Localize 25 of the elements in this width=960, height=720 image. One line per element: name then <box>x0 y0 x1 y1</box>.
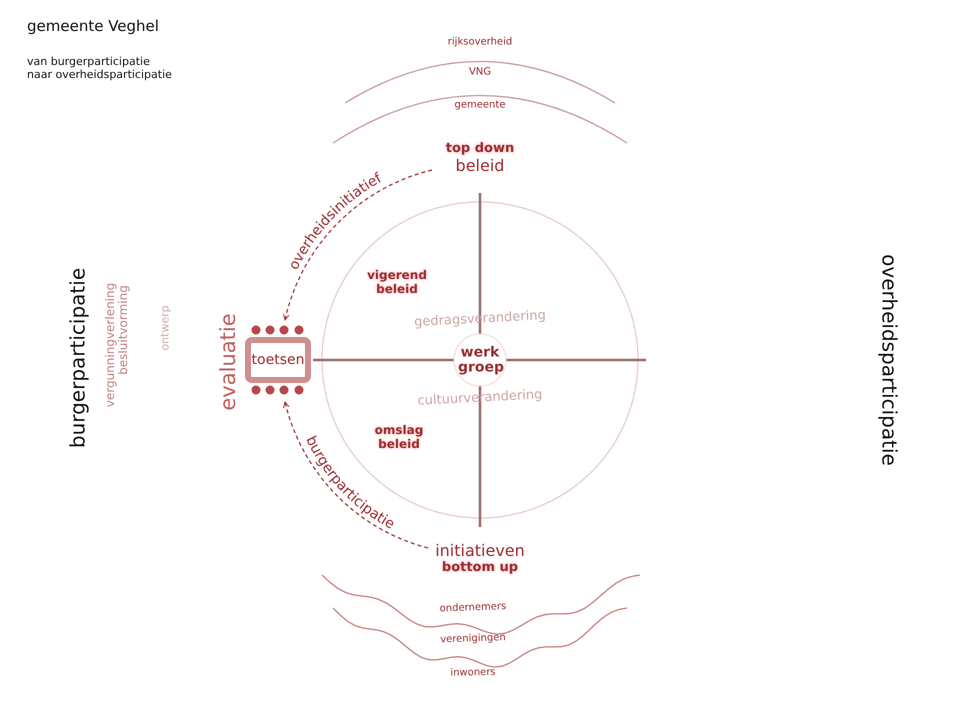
node-label: beleid <box>454 156 506 175</box>
side-label: burgerparticipatie <box>66 268 90 448</box>
axis-label: cultuurverandering <box>417 388 543 410</box>
layer-label: ondernemers <box>440 601 506 615</box>
quadrant-label: vigerend beleid <box>367 269 428 297</box>
subtitle: van burgerparticipatie naar overheidsparticipatie <box>27 56 173 82</box>
layer-label: rijksoverheid <box>448 36 512 48</box>
layer-label: gemeente <box>454 99 506 111</box>
node-label: werk groep <box>458 345 502 375</box>
stage-label: ontwerp <box>160 305 172 351</box>
node-label: top down <box>446 141 514 156</box>
side-label: evaluatie <box>216 313 240 411</box>
layer-label: verenigingen <box>440 632 506 646</box>
layer-label: inwoners <box>450 666 496 680</box>
node-label: initiatieven <box>435 541 525 560</box>
arrow <box>283 402 428 549</box>
axis-label: gedragsverandering <box>414 309 546 331</box>
layer-label: VNG <box>468 66 492 78</box>
node-label: bottom up <box>440 560 520 575</box>
title: gemeente Veghel <box>27 18 159 36</box>
node-label: toetsen <box>252 352 304 368</box>
arrow <box>283 169 432 320</box>
stage-label: vergunningverlening <box>104 282 118 408</box>
side-label: overheidsparticipatie <box>878 254 900 466</box>
stage-label: besluitvorming <box>117 285 131 375</box>
